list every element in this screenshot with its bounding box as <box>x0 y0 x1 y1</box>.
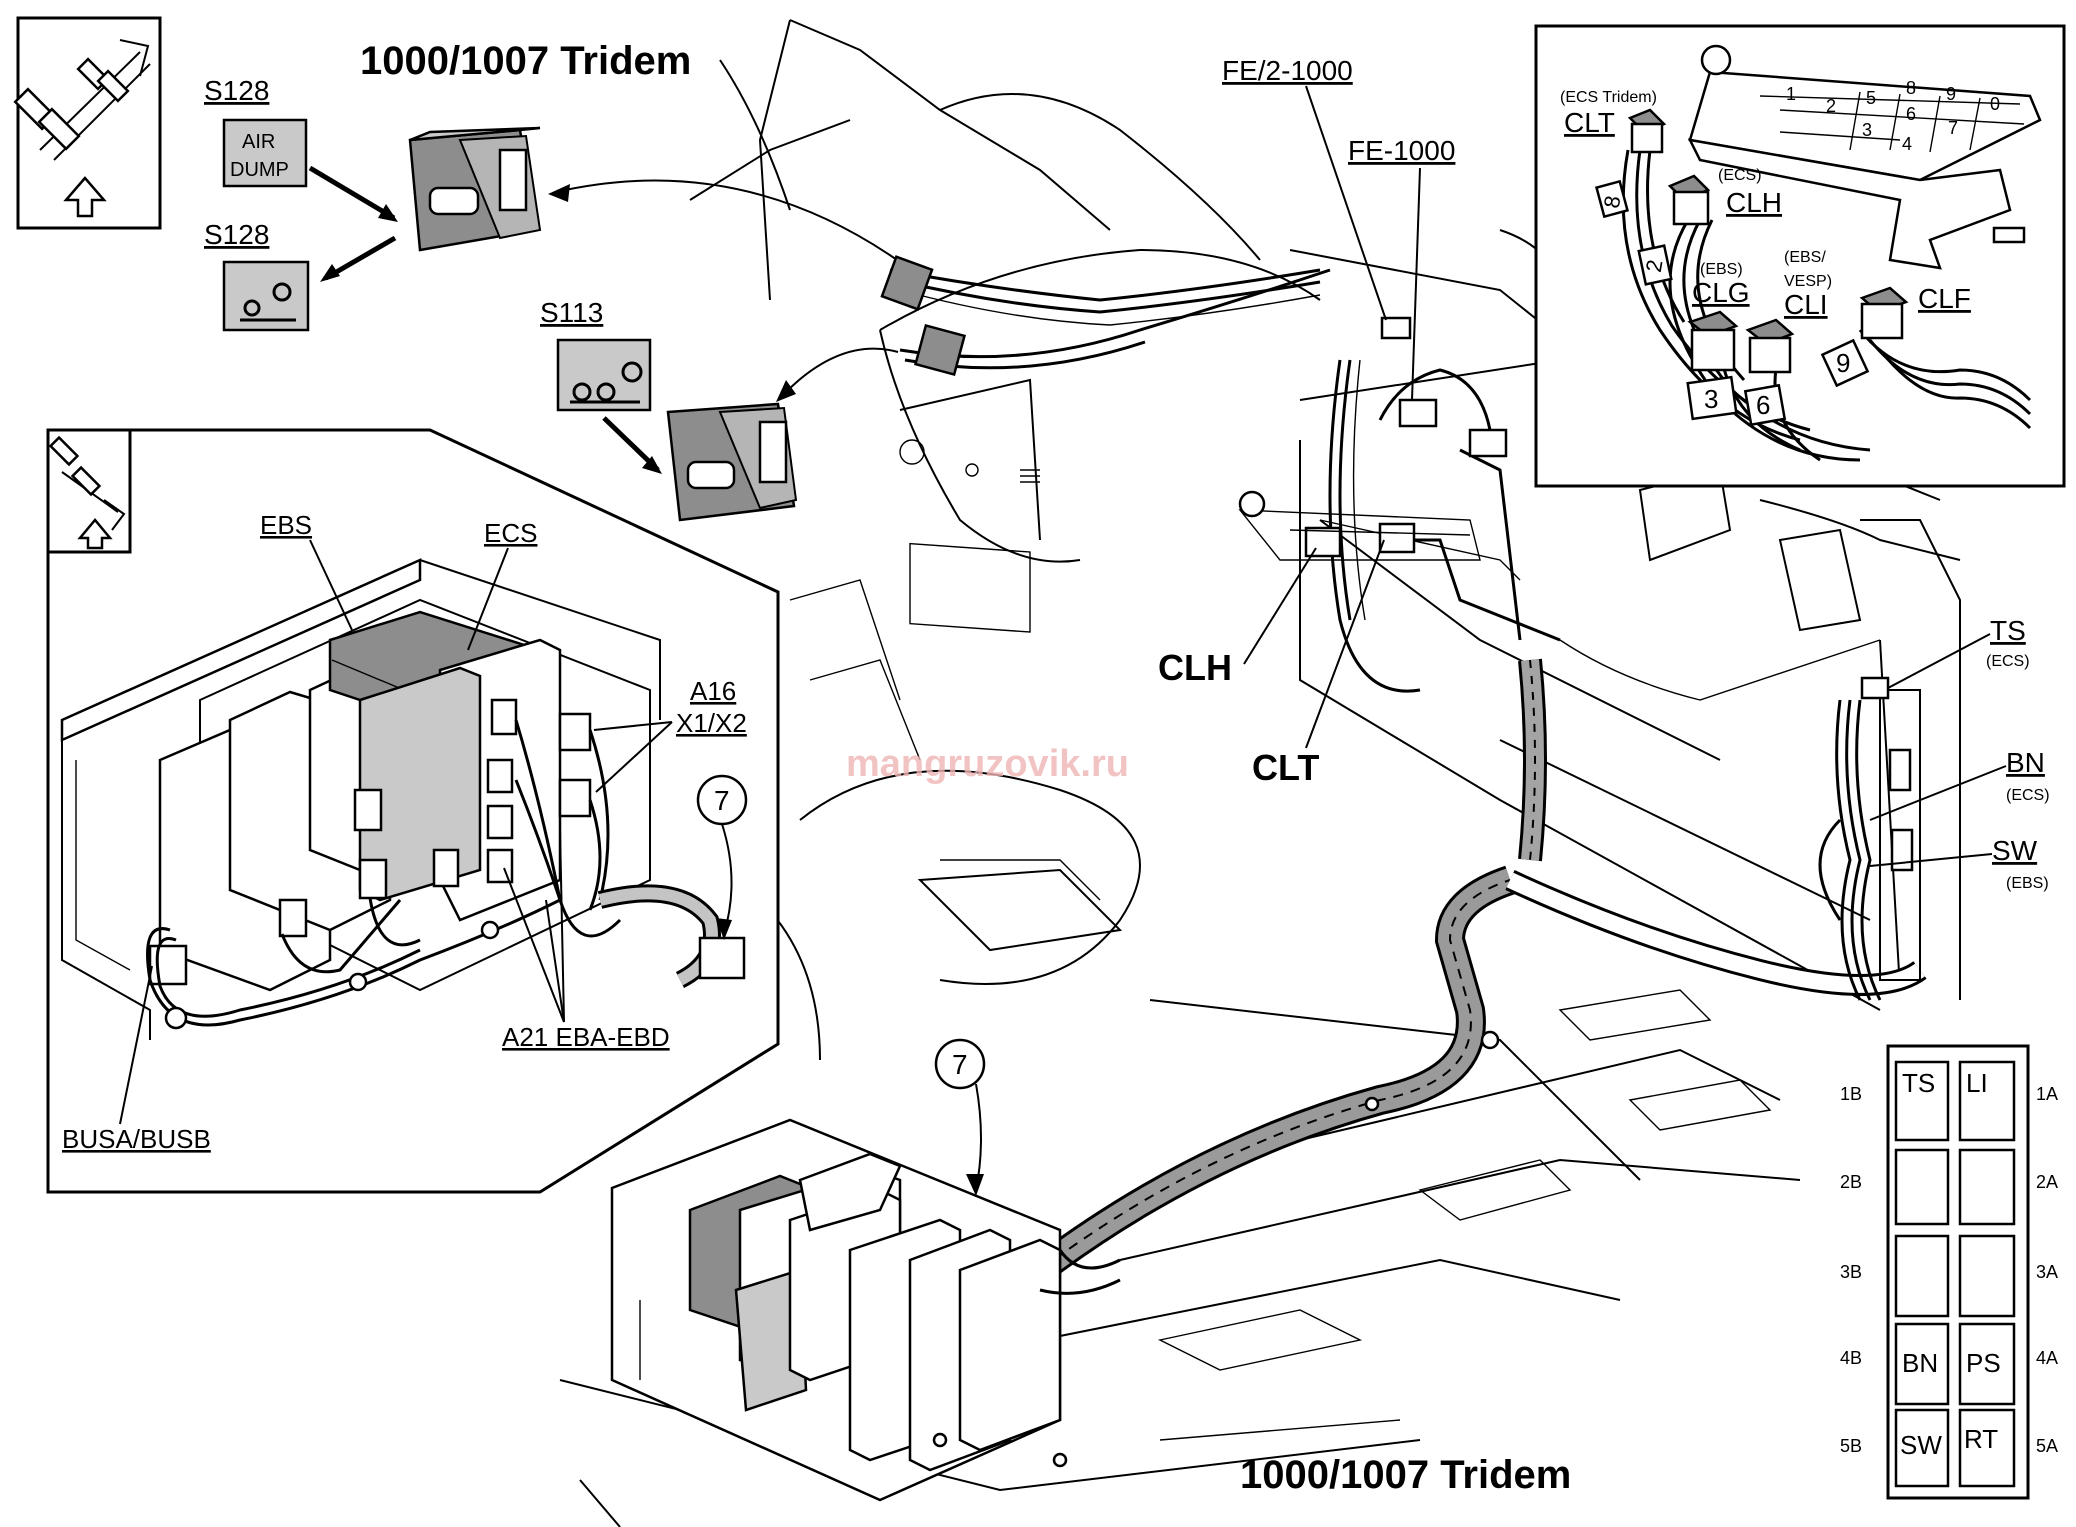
floor-harness <box>1031 658 1927 1283</box>
ts-label: TS <box>1990 615 2026 646</box>
air-dump-line1: AIR <box>242 131 275 153</box>
bn-label: BN <box>2006 747 2045 778</box>
side-connector-bundle <box>1818 676 1921 1001</box>
tag-clt: 8 <box>1599 194 1626 210</box>
clt-main-label: CLT <box>1252 747 1319 788</box>
relay-pos-2b: 2B <box>1840 1172 1862 1192</box>
inset-x1x2-label: X1/X2 <box>676 708 747 738</box>
relay-pos-3a: 3A <box>2036 1262 2058 1282</box>
relay-5b-content: SW <box>1900 1430 1942 1460</box>
title-top: 1000/1007 Tridem <box>360 39 691 83</box>
cli-inset-label: CLI <box>1784 289 1828 320</box>
rocker-switch-s113 <box>666 402 798 522</box>
floor-outline <box>559 579 1801 1527</box>
cli-sub2-label: VESP) <box>1784 273 1832 290</box>
axle-lift-double-icon <box>556 338 652 412</box>
sw-sub-label: (EBS) <box>2006 875 2049 892</box>
relay-4b-content: BN <box>1902 1348 1938 1378</box>
clt-sub-label: (ECS Tridem) <box>1560 89 1657 106</box>
watermark: mangruzovik.ru <box>846 743 1129 785</box>
tag-cli: 6 <box>1756 390 1770 420</box>
orientation-icon <box>13 16 162 230</box>
title-bottom: 1000/1007 Tridem <box>1240 1453 1571 1497</box>
s128-air-label: S128 <box>204 75 269 106</box>
air-dump-icon: AIR DUMP <box>222 118 308 188</box>
plate-number-4: 4 <box>1902 134 1912 154</box>
inset-ebs-label: EBS <box>260 510 312 540</box>
ts-sub-label: (ECS) <box>1986 653 2030 670</box>
plate-numbers: 1 2 3 4 5 6 7 8 9 0 <box>1786 78 2000 154</box>
relay-1a-content: LI <box>1966 1068 1988 1098</box>
inset-a16-label: A16 <box>690 676 736 706</box>
cab-harness <box>880 255 1881 701</box>
relay-block <box>1886 1044 2030 1500</box>
plate-number-8: 8 <box>1906 78 1916 98</box>
relay-pos-5b: 5B <box>1840 1436 1862 1456</box>
relay-pos-4b: 4B <box>1840 1348 1862 1368</box>
relay-pos-3b: 3B <box>1840 1262 1862 1282</box>
axle-lift-icon <box>222 260 310 332</box>
relay-pos-1a: 1A <box>2036 1084 2058 1104</box>
ecu-bracket <box>610 1118 1121 1502</box>
plate-number-9: 9 <box>1946 84 1956 104</box>
main-ref-number: 7 <box>952 1049 968 1080</box>
connector-inset <box>1534 24 2066 488</box>
relay-pos-4a: 4A <box>2036 1348 2058 1368</box>
air-dump-line2: DUMP <box>230 159 289 181</box>
clh-sub-label: (ECS) <box>1718 167 1762 184</box>
inset-a21-label: A21 EBA-EBD <box>502 1022 670 1052</box>
inset-ecs-label: ECS <box>484 518 537 548</box>
plate-number-1: 1 <box>1786 84 1796 104</box>
plate-number-3: 3 <box>1862 120 1872 140</box>
sw-label: SW <box>1992 835 2038 866</box>
tag-clg: 3 <box>1704 384 1718 414</box>
plate-number-6: 6 <box>1906 104 1916 124</box>
clh-inset-label: CLH <box>1726 187 1782 218</box>
relay-pos-2a: 2A <box>2036 1172 2058 1192</box>
relay-1b-content: TS <box>1902 1068 1935 1098</box>
inset-ref-number: 7 <box>714 785 730 816</box>
plate-number-2: 2 <box>1826 96 1836 116</box>
plate-number-5: 5 <box>1866 88 1876 108</box>
rocker-switch-s128 <box>408 126 542 252</box>
clt-inset-label: CLT <box>1564 107 1615 138</box>
relay-4a-content: PS <box>1966 1348 2001 1378</box>
plate-number-0: 0 <box>1990 94 2000 114</box>
bn-sub-label: (ECS) <box>2006 787 2050 804</box>
fe-1000-label: FE-1000 <box>1348 135 1455 166</box>
clg-inset-label: CLG <box>1692 277 1750 308</box>
relay-pos-5a: 5A <box>2036 1436 2058 1456</box>
plate-number-7: 7 <box>1948 118 1958 138</box>
inset-busa-busb-label: BUSA/BUSB <box>62 1124 211 1154</box>
clg-sub-label: (EBS) <box>1700 261 1743 278</box>
tag-clf: 9 <box>1836 348 1850 378</box>
detail-inset <box>46 428 780 1194</box>
relay-5a-content: RT <box>1964 1424 1998 1454</box>
clf-inset-label: CLF <box>1918 283 1971 314</box>
clh-main-label: CLH <box>1158 647 1232 688</box>
cli-sub1-label: (EBS/ <box>1784 249 1826 266</box>
fe2-1000-label: FE/2-1000 <box>1222 55 1353 86</box>
s128-lift-label: S128 <box>204 219 269 250</box>
tag-clh: 2 <box>1641 258 1668 274</box>
relay-pos-1b: 1B <box>1840 1084 1862 1104</box>
s113-label: S113 <box>540 297 603 328</box>
